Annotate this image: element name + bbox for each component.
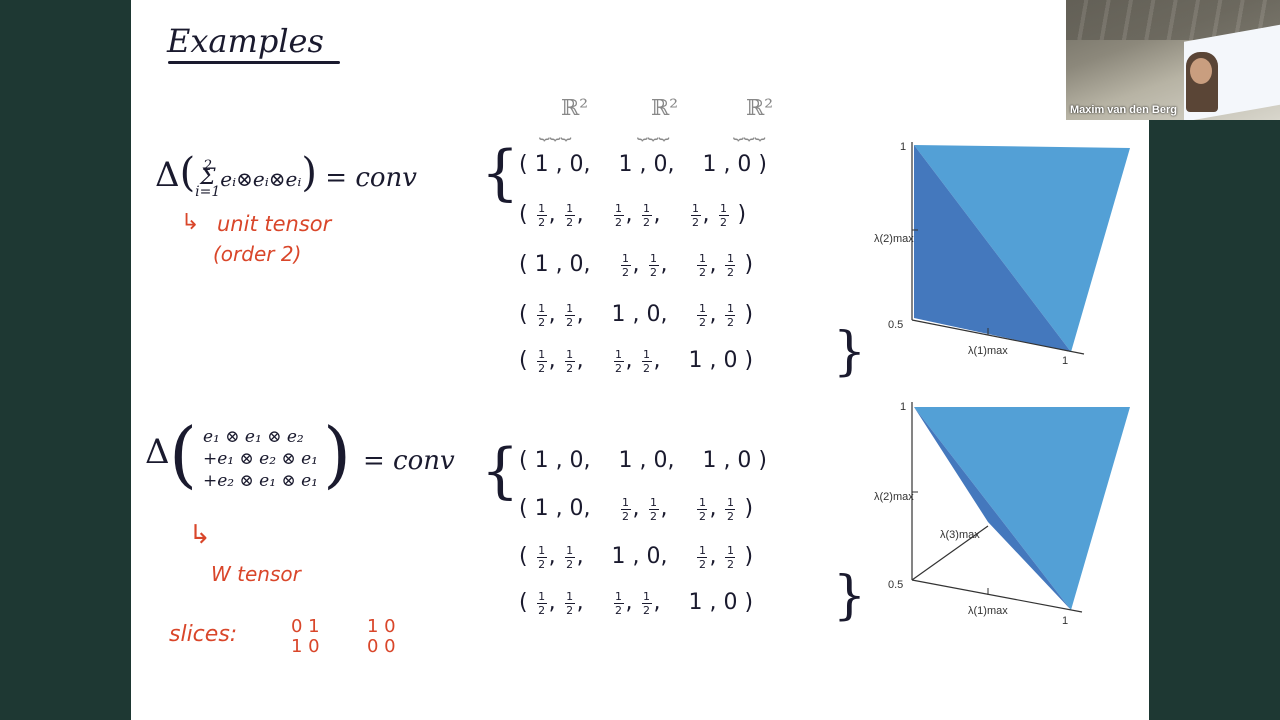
slide-title: Examples — [167, 22, 324, 60]
slice-2: 1 0 0 0 — [367, 617, 396, 657]
brace-right-1: } — [833, 322, 867, 382]
plot1-y-label: λ(2)max — [874, 233, 914, 245]
brace-right-2: } — [833, 566, 867, 626]
w-line-1: e₁ ⊗ e₁ ⊗ e₂ — [203, 427, 304, 447]
plot2-y-label: λ(2)max — [874, 491, 914, 503]
plot2-z-label: λ(3)max — [940, 529, 980, 541]
note-order: (order 2) — [213, 242, 302, 266]
title-underline — [168, 61, 340, 64]
ex2-row-1: ( 1 , 0, 1 , 0, 1 , 0 ) — [519, 448, 768, 473]
polytope-plot-1: 1 0.5 1 λ(2)max λ(1)max — [874, 141, 1130, 367]
ex1-row-1: ( 1 , 0, 1 , 0, 1 , 0 ) — [519, 152, 768, 177]
w-line-3: +e₂ ⊗ e₁ ⊗ e₁ — [203, 471, 318, 491]
space-label-2: ℝ² — [651, 96, 679, 121]
slice-1: 0 1 1 0 — [291, 617, 320, 657]
underbrace-2: ⏟⏟⏟ — [637, 120, 670, 141]
note-arrow: ↳ — [181, 210, 200, 235]
plot2-y-top: 1 — [900, 401, 906, 413]
slice-1-row-2: 1 0 — [291, 636, 320, 657]
underbrace-1: ⏟⏟⏟ — [539, 120, 572, 141]
conv-2: = conv — [363, 446, 455, 476]
plot1-y-bottom: 0.5 — [888, 319, 903, 331]
participant-video-tile[interactable]: Maxim van den Berg — [1066, 0, 1280, 120]
slices-label: slices: — [169, 622, 238, 647]
note-w-tensor: W tensor — [211, 562, 301, 586]
brace-left-2: { — [481, 436, 520, 506]
w-line-2: +e₁ ⊗ e₂ ⊗ e₁ — [203, 449, 318, 469]
plot2-x-label: λ(1)max — [968, 605, 1008, 617]
w-arrow: ↳ — [189, 520, 211, 550]
underbrace-3: ⏟⏟⏟ — [733, 120, 766, 141]
plot2-y-bottom: 0.5 — [888, 579, 903, 591]
slice-2-row-1: 1 0 — [367, 616, 396, 637]
slice-1-row-1: 0 1 — [291, 616, 320, 637]
plot1-x-right: 1 — [1062, 355, 1068, 367]
participant-name: Maxim van den Berg — [1070, 104, 1177, 116]
space-label-1: ℝ² — [561, 96, 589, 121]
plot2-x-right: 1 — [1062, 615, 1068, 627]
brace-left-1: { — [481, 138, 520, 208]
space-label-3: ℝ² — [746, 96, 774, 121]
delta-2: Δ — [145, 432, 170, 472]
example2-lhs: e₁ ⊗ e₁ ⊗ e₂ +e₁ ⊗ e₂ ⊗ e₁ +e₂ ⊗ e₁ ⊗ e₁ — [203, 426, 318, 492]
sum-bottom: i=1 — [195, 183, 221, 200]
slice-2-row-2: 0 0 — [367, 636, 396, 657]
sum-top: 2 — [203, 157, 213, 174]
plot1-y-top: 1 — [900, 141, 906, 153]
paren-right-2: ) — [323, 412, 352, 496]
plot1-x-label: λ(1)max — [968, 345, 1008, 357]
polytope-plot-2: 1 0.5 1 λ(2)max λ(1)max λ(3)max — [874, 401, 1130, 627]
paren-left-2: ( — [169, 412, 198, 496]
note-unit-tensor: unit tensor — [217, 212, 332, 236]
participant-head — [1190, 58, 1212, 84]
